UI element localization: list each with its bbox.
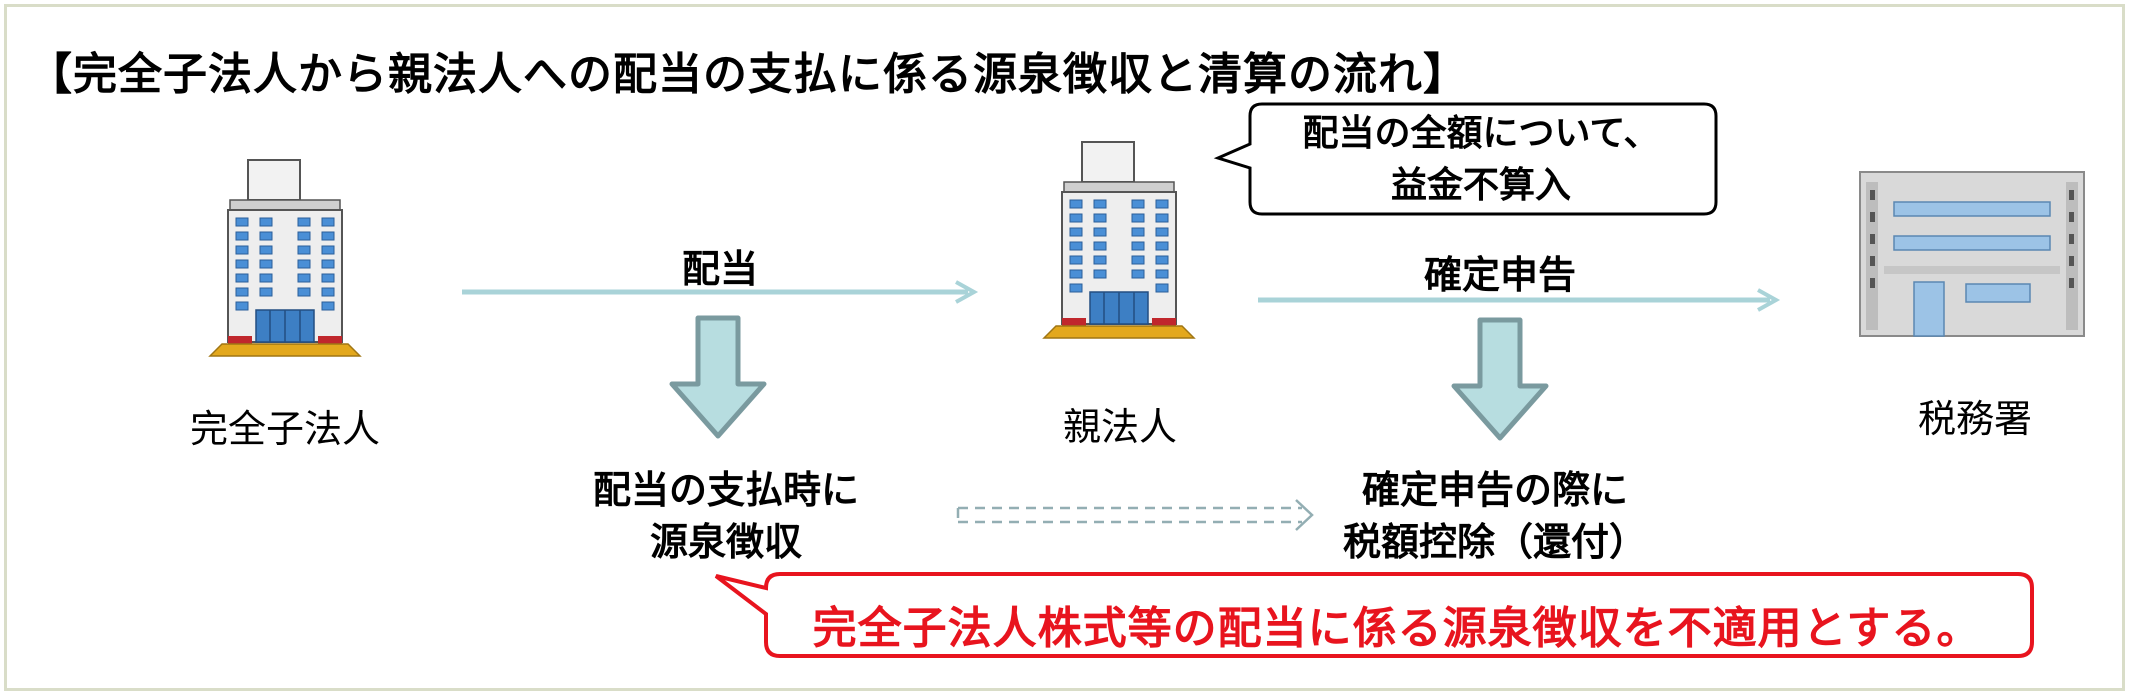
callout-line-1: 配当の全額について、 <box>1302 113 1660 154</box>
withholding-line-1: 配当の支払時に <box>592 468 859 512</box>
callout-line-2: 益金不算入 <box>1390 165 1571 206</box>
subsidiary-building-icon <box>209 159 361 357</box>
note-text: 完全子法人株式等の配当に係る源泉徴収を不適用とする。 <box>812 603 1982 654</box>
callout-bubble <box>1213 102 1718 216</box>
parent-building-icon <box>1043 141 1195 339</box>
settlement-dashed-arrow <box>956 499 1314 531</box>
tax-office-building-icon <box>1859 171 2085 337</box>
tax-office-label: 税務署 <box>1917 397 2032 441</box>
dividend-label: 配当 <box>681 247 758 291</box>
tax-credit-step: 確定申告の際に 税額控除（還付） <box>1330 464 1660 568</box>
credit-down-arrow <box>1451 317 1549 441</box>
dividend-arrow <box>462 280 979 304</box>
final-return-label: 確定申告 <box>1423 253 1576 297</box>
callout-text: 配当の全額について、 益金不算入 <box>1246 108 1716 212</box>
note-bubble <box>714 572 2034 658</box>
subsidiary-label: 完全子法人 <box>189 407 380 451</box>
withholding-down-arrow <box>669 315 767 439</box>
parent-label: 親法人 <box>1062 405 1177 449</box>
diagram-title: 【完全子法人から親法人への配当の支払に係る源泉徴収と清算の流れ】 <box>28 49 1468 100</box>
final-return-arrow <box>1258 288 1781 312</box>
withholding-line-2: 源泉徴収 <box>649 520 802 564</box>
tax-credit-line-2: 税額控除（還付） <box>1342 520 1647 564</box>
withholding-step: 配当の支払時に 源泉徴収 <box>566 464 886 568</box>
tax-credit-line-1: 確定申告の際に <box>1361 468 1628 512</box>
